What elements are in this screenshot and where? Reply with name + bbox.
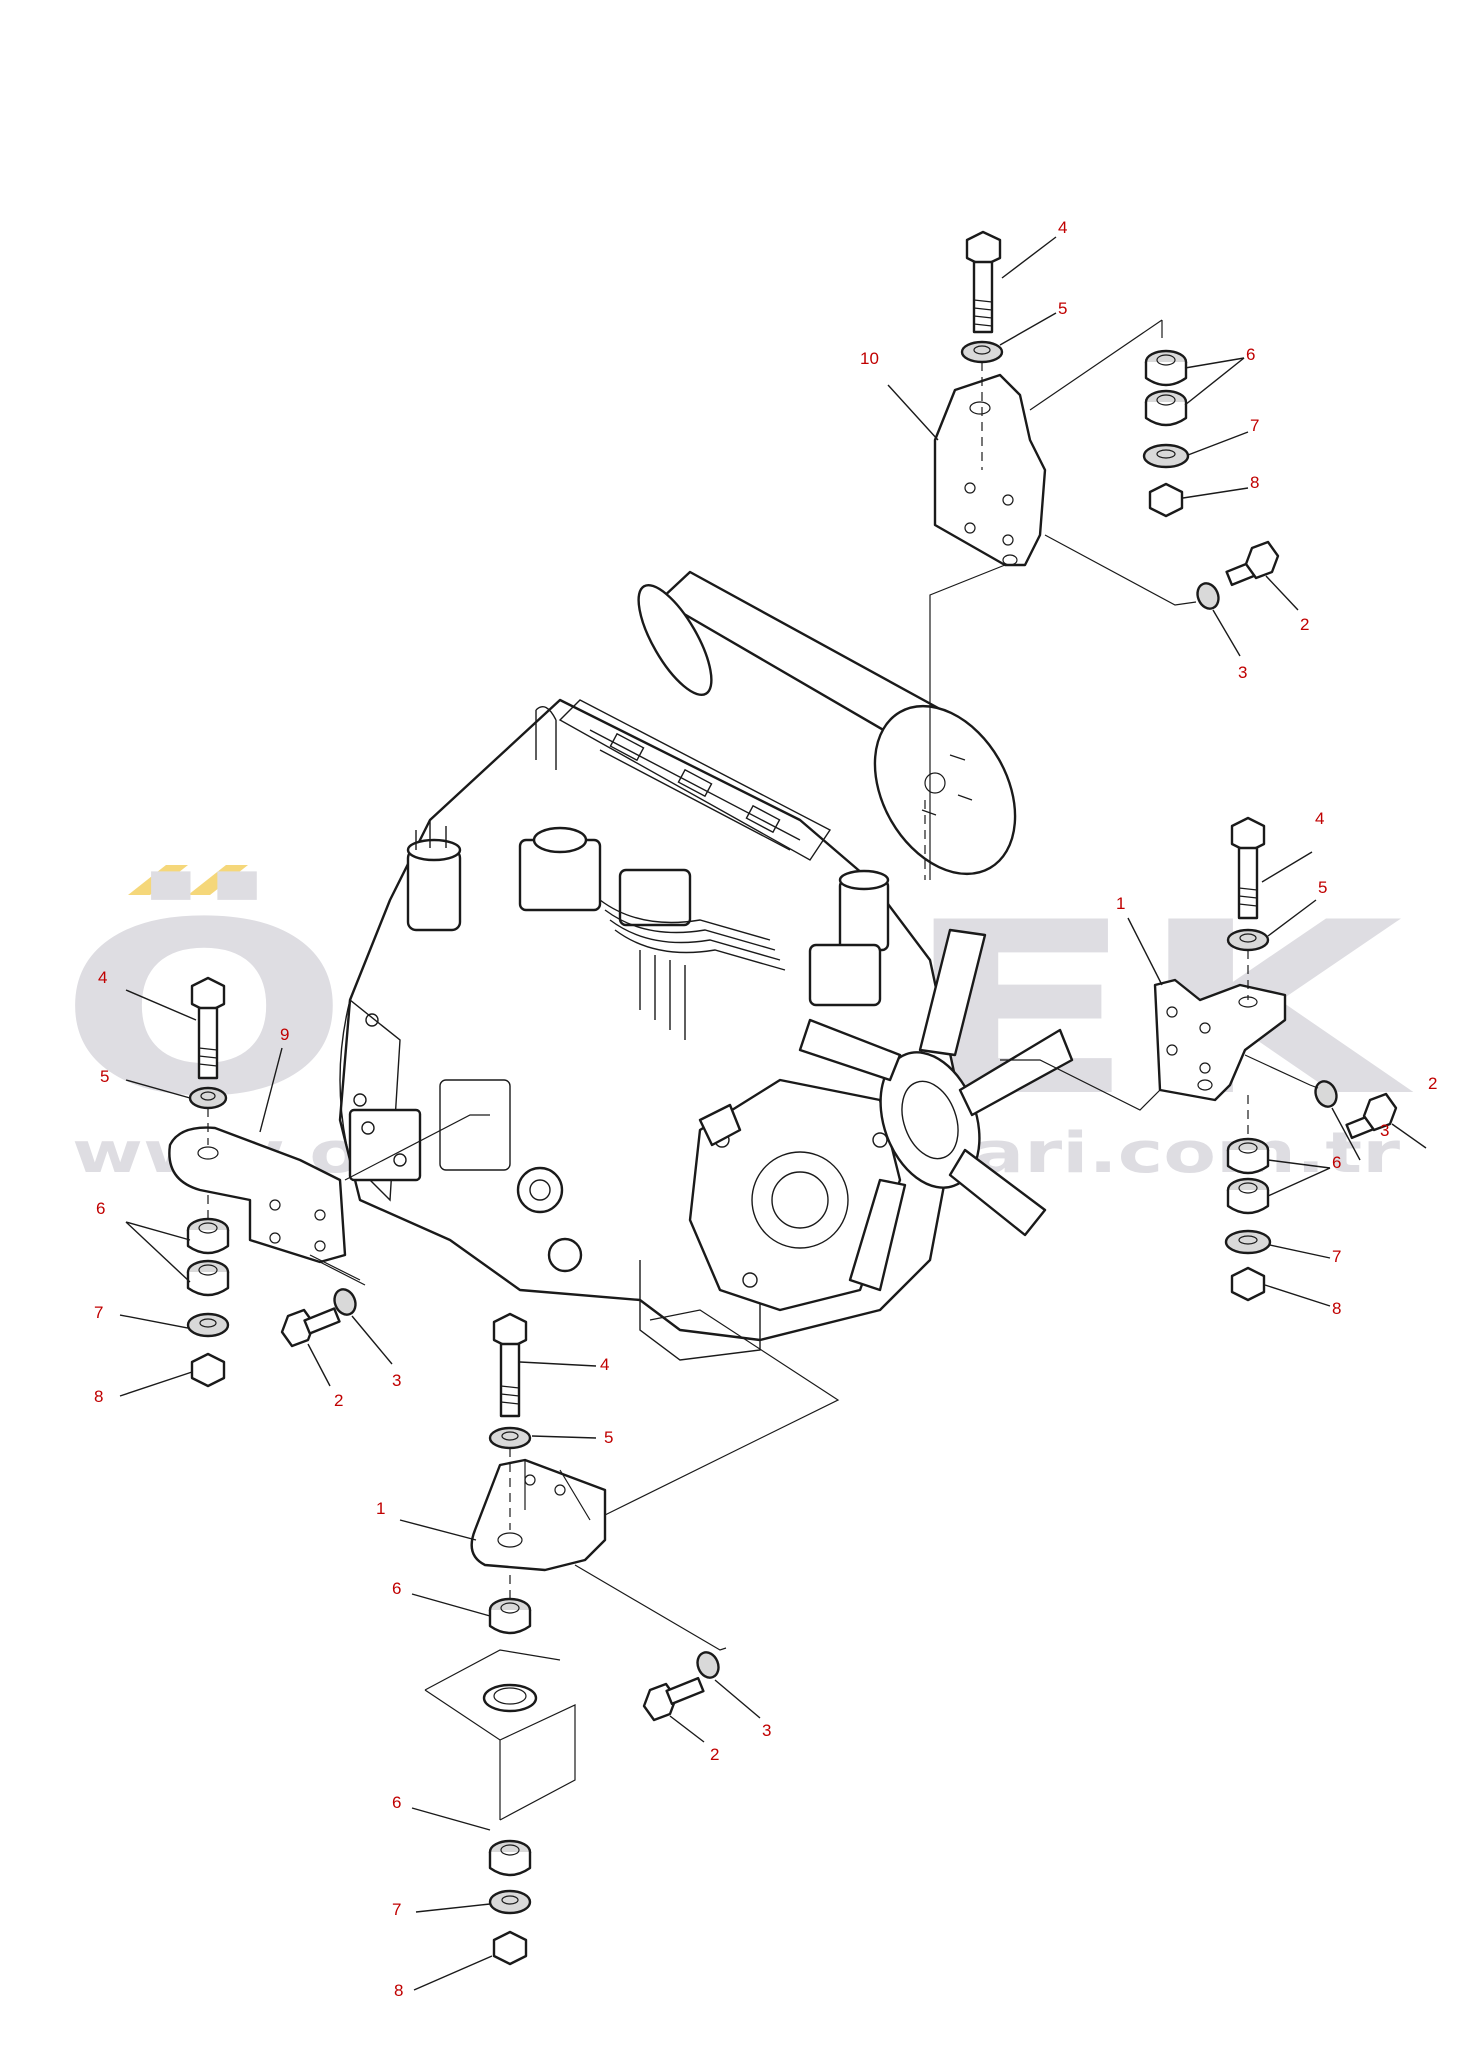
rubber-mount-bottom-lower xyxy=(488,1839,532,1877)
washer-bottom xyxy=(488,1426,532,1450)
callout-left-6: 6 xyxy=(96,1199,105,1218)
watermark-accent-mark-right xyxy=(188,865,248,895)
callout-right-7: 7 xyxy=(1332,1247,1341,1266)
callout-bottom-5: 5 xyxy=(604,1428,613,1447)
engine-block xyxy=(338,698,1074,1361)
rubber-mounts-top xyxy=(1144,349,1188,427)
callout-left-5: 5 xyxy=(100,1067,109,1086)
washer-3-right xyxy=(1314,1080,1338,1108)
callout-top-7: 7 xyxy=(1250,416,1259,435)
cooling-fan xyxy=(798,928,1074,1292)
callout-left-9: 9 xyxy=(280,1025,289,1044)
callout-bottom-7: 7 xyxy=(392,1900,401,1919)
washer-7-left xyxy=(186,1312,230,1338)
callout-top-2: 2 xyxy=(1300,615,1309,634)
callout-left-8: 8 xyxy=(94,1387,103,1406)
nut-8-left xyxy=(190,1352,226,1388)
callout-bottom-6a: 6 xyxy=(392,1579,401,1598)
callout-left-7: 7 xyxy=(94,1303,103,1322)
callout-right-5: 5 xyxy=(1318,878,1327,897)
callout-top-4: 4 xyxy=(1058,218,1067,237)
callout-right-4: 4 xyxy=(1315,809,1324,828)
callout-left-2: 2 xyxy=(334,1391,343,1410)
leader-lines xyxy=(119,236,1427,1991)
callout-right-8: 8 xyxy=(1332,1299,1341,1318)
washer-left xyxy=(188,1086,228,1110)
left-mount-assembly xyxy=(168,976,490,1388)
callout-top-3: 3 xyxy=(1238,663,1247,682)
washer-3-bottom xyxy=(696,1651,720,1679)
callout-bottom-1: 1 xyxy=(376,1499,385,1518)
bolt-2-right xyxy=(1345,1092,1398,1140)
washer-right xyxy=(1226,928,1270,952)
frame-plate xyxy=(424,1649,576,1821)
callout-right-6: 6 xyxy=(1332,1153,1341,1172)
bolt-2-bottom xyxy=(642,1676,705,1722)
callout-bottom-3: 3 xyxy=(762,1721,771,1740)
callout-bottom-6b: 6 xyxy=(392,1793,401,1812)
nut-8-bottom xyxy=(492,1930,528,1966)
callout-bottom-8: 8 xyxy=(394,1981,403,2000)
bolt-2-top xyxy=(1225,540,1280,587)
washer-7-top xyxy=(1142,443,1190,469)
bolt-2-left xyxy=(280,1307,341,1348)
rubber-mounts-left xyxy=(186,1217,230,1297)
washer-3-left xyxy=(333,1288,357,1316)
washer-7-bottom xyxy=(488,1889,532,1915)
top-mount-assembly xyxy=(929,230,1280,880)
callout-right-2: 2 xyxy=(1428,1074,1437,1093)
callout-right-3: 3 xyxy=(1380,1121,1389,1140)
nut-8-top xyxy=(1148,482,1184,518)
watermark-accent-mark-left xyxy=(128,865,188,895)
rubber-mount-bottom-upper xyxy=(488,1597,532,1635)
bolt-right xyxy=(1230,816,1266,920)
bolt-bottom xyxy=(492,1312,528,1418)
engine-assembly xyxy=(338,570,1074,1361)
bracket-1-bottom xyxy=(470,1458,607,1572)
callout-top-10: 10 xyxy=(860,349,879,368)
callout-bottom-4: 4 xyxy=(600,1355,609,1374)
rubber-mounts-right xyxy=(1226,1137,1270,1215)
nut-8-right xyxy=(1230,1266,1266,1302)
washer-3-top xyxy=(1196,582,1220,610)
air-filter xyxy=(637,570,1017,876)
callout-right-1: 1 xyxy=(1116,894,1125,913)
callout-left-4: 4 xyxy=(98,968,107,987)
bracket-1-right xyxy=(1153,978,1287,1102)
bottom-mount-assembly xyxy=(424,1309,840,1966)
callout-left-3: 3 xyxy=(392,1371,401,1390)
washer-7-right xyxy=(1224,1229,1272,1255)
callout-top-6: 6 xyxy=(1246,345,1255,364)
callout-bottom-2: 2 xyxy=(710,1745,719,1764)
callout-labels: 4 5 10 6 7 8 2 3 4 5 1 2 3 6 7 8 4 5 9 6… xyxy=(94,218,1437,2000)
bracket-10 xyxy=(933,362,1047,567)
callout-top-5: 5 xyxy=(1058,299,1067,318)
bolt-top xyxy=(965,230,1002,334)
callout-top-8: 8 xyxy=(1250,473,1259,492)
washer-top xyxy=(960,340,1004,364)
right-mount-assembly xyxy=(1000,816,1398,1302)
bolt-left xyxy=(190,976,226,1080)
